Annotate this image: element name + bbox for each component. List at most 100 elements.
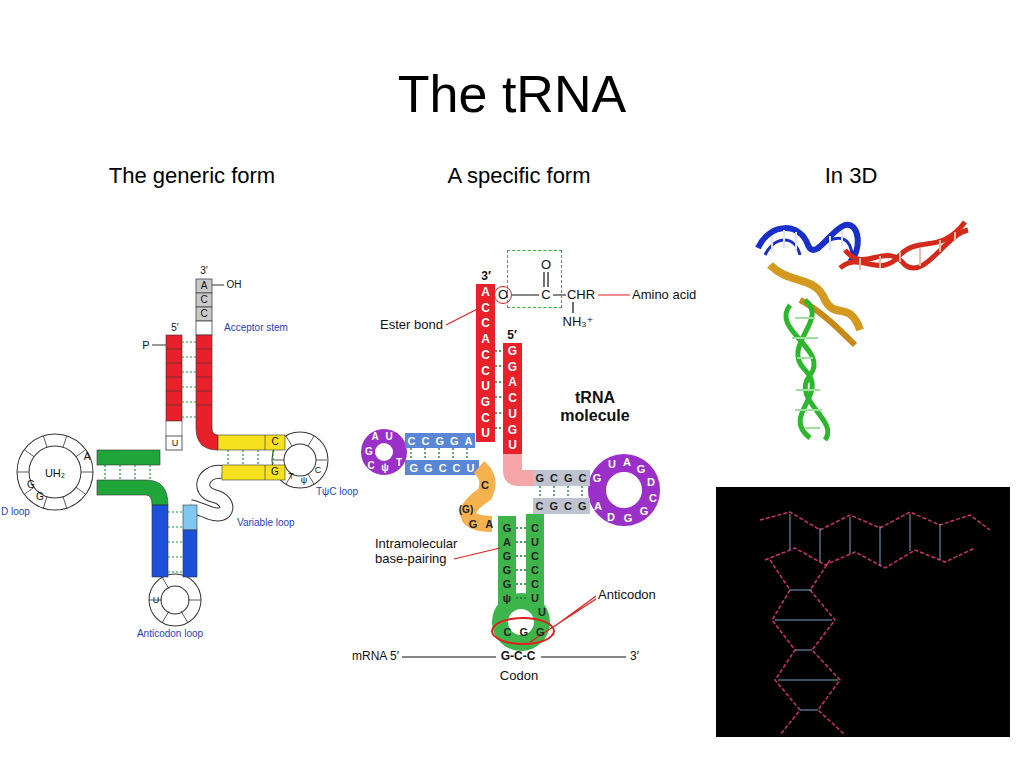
text-label: C: [481, 479, 489, 492]
text-label: A specific form: [447, 163, 590, 188]
text-label: 3′: [630, 650, 639, 664]
text-label: G-C-C: [501, 650, 536, 664]
text-label: Ester bond: [380, 318, 443, 333]
text-label: ACCACCUGCU: [479, 285, 493, 442]
text-label: A: [201, 280, 208, 292]
text-label: GA: [461, 518, 502, 531]
dashed-box: OC: [507, 250, 562, 308]
text-label: 5′: [171, 322, 178, 334]
text-label: Codon: [500, 669, 538, 684]
nucleotide-box: [196, 307, 212, 321]
node-text: O: [541, 258, 551, 273]
text-label: Intramolecular base-pairing: [375, 537, 475, 567]
text-label: D: [607, 511, 615, 524]
loop-divider: [149, 577, 201, 623]
text-label: Amino acid: [632, 288, 696, 303]
slide-title: The tRNA: [398, 65, 626, 125]
text-label: U: [385, 431, 392, 443]
text-label: G: [624, 512, 633, 525]
dark-panel: [716, 487, 1010, 737]
anticodon-stem: [526, 514, 544, 606]
text-label: tRNA molecule: [545, 389, 645, 426]
text-label: T: [396, 457, 402, 469]
text-label: G: [365, 446, 373, 458]
node-text: CGG: [495, 626, 552, 639]
ribbon-strand: [798, 300, 812, 438]
text-label: Variable loop: [237, 517, 295, 529]
atom-circle: O: [494, 286, 512, 304]
text-label: In 3D: [825, 163, 878, 188]
segment-line: [166, 349, 212, 436]
text-label: U: [538, 606, 546, 619]
text-label: NH₃⁺: [563, 315, 594, 330]
t-loop: [597, 463, 651, 517]
base-pair: [105, 342, 273, 572]
text-label: C: [649, 492, 657, 505]
text-label: (G): [459, 504, 473, 516]
bond-line: [152, 285, 224, 345]
d-loop-ring: [23, 440, 87, 504]
text-label: CCGGA: [402, 434, 479, 447]
ribbon-strand: [845, 230, 968, 268]
base-rung: [772, 230, 842, 252]
variable-loop: [468, 467, 492, 524]
nucleotide-box: [196, 279, 212, 293]
backbone-trace: [760, 512, 990, 530]
base-rung: [860, 232, 955, 270]
ribbon-strand: [765, 238, 852, 255]
loop-divider: [17, 436, 93, 508]
text-label: G: [36, 491, 44, 503]
text-label: Anticodon: [598, 588, 656, 603]
text-label: A: [371, 431, 378, 443]
acceptor-strand: [503, 343, 522, 454]
text-label: CHR: [567, 288, 595, 303]
text-label: GCGC: [530, 472, 593, 485]
text-label: GGCCU: [404, 461, 481, 474]
text-label: mRNA 5′: [352, 650, 399, 664]
text-label: D loop: [1, 506, 30, 518]
text-label: C: [200, 294, 207, 306]
text-label: GGACUGU: [506, 344, 520, 454]
text-label: CUCCCU: [528, 521, 542, 605]
d-stem: [97, 480, 168, 505]
text-label: G: [271, 466, 279, 478]
text-label: U: [172, 438, 179, 448]
text-label: T: [288, 471, 294, 481]
text-label: ψ: [301, 475, 307, 485]
text-label: OH: [227, 279, 242, 291]
text-label: C: [271, 436, 278, 448]
generic-trna: [17, 279, 327, 623]
t-stem: [222, 465, 285, 480]
text-label: U: [153, 595, 160, 605]
text-label: G: [637, 463, 646, 476]
backbone-trace: [810, 560, 845, 735]
nucleotide-box: [196, 293, 212, 307]
d-stem: [97, 450, 160, 465]
ribbon-strand: [758, 225, 858, 262]
nucleotide-box: [196, 321, 212, 335]
text-label: Anticodon loop: [137, 628, 203, 640]
anticodon-stem: [183, 530, 197, 577]
text-label: UH₂: [45, 467, 65, 480]
nucleotide-box: [166, 436, 182, 450]
text-label: A: [623, 456, 631, 469]
ribbon-model: [758, 222, 968, 440]
anticodon-stem: [183, 505, 197, 530]
acceptor-strand: [196, 335, 218, 450]
t-stem: [218, 435, 285, 450]
text-label: A: [84, 451, 91, 463]
linker: [503, 454, 533, 486]
backbone-trace: [770, 560, 800, 735]
text-label: D: [647, 476, 655, 489]
acceptor-strand: [166, 335, 182, 421]
text-label: C: [367, 460, 374, 472]
text-label: C: [315, 465, 322, 475]
segment-line: [265, 435, 266, 480]
chemical-bond: [512, 272, 573, 313]
text-label: A: [594, 500, 602, 513]
node-text: C: [541, 288, 550, 303]
backbone-trace: [765, 548, 975, 568]
text-label: G: [640, 505, 649, 518]
node-text: O: [498, 288, 508, 303]
